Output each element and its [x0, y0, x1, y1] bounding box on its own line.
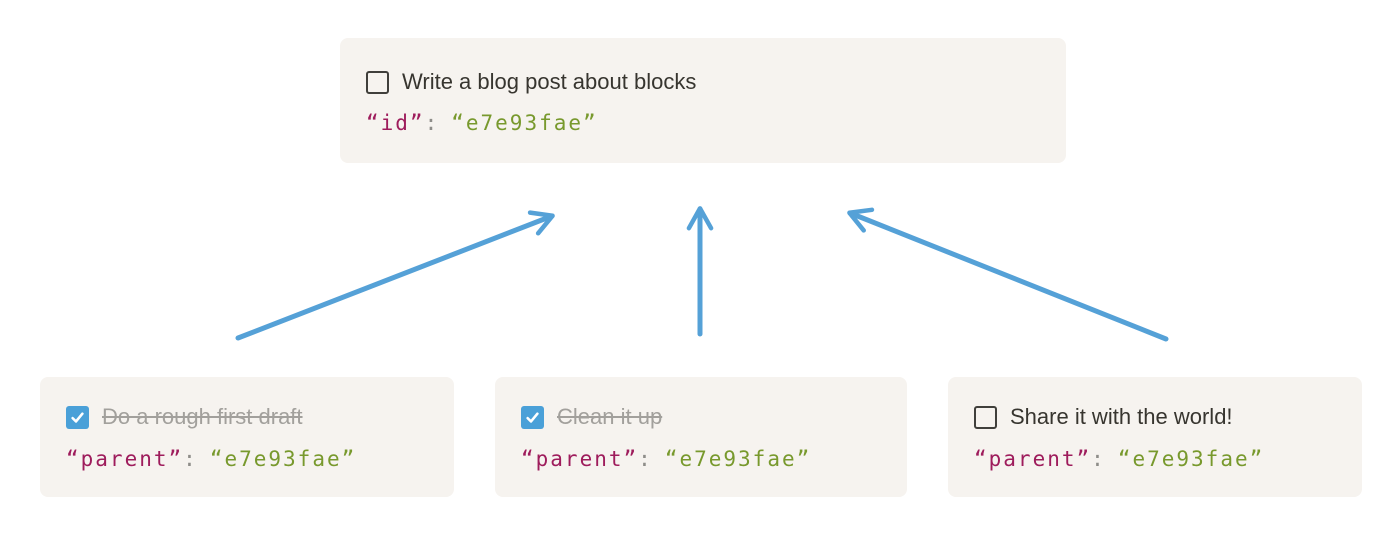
parent-code-line: “id”: “e7e93fae”	[366, 109, 1040, 137]
subtask-3-checkbox[interactable]	[974, 405, 997, 429]
code-value: “e7e93fae”	[1117, 447, 1265, 471]
code-colon: :	[638, 447, 653, 471]
checkmark-icon	[526, 411, 539, 423]
subtask-1-label: Do a rough first draft	[102, 404, 303, 429]
code-key: “parent”	[974, 447, 1092, 471]
subtask-card-1: Do a rough first draft “parent”: “e7e93fa…	[40, 377, 454, 497]
code-value: “e7e93fae”	[451, 111, 598, 135]
subtask-2-code-line: “parent”: “e7e93fae”	[521, 445, 881, 473]
subtask-card-3: Share it with the world! “parent”: “e7e93…	[948, 377, 1362, 497]
code-value: “e7e93fae”	[209, 447, 357, 471]
arrow-subtask1-to-parent-icon	[235, 210, 555, 341]
subtask-3-row: Share it with the world!	[974, 403, 1336, 431]
subtask-1-code-line: “parent”: “e7e93fae”	[66, 445, 428, 473]
parent-task-row: Write a blog post about blocks	[366, 68, 1040, 96]
code-colon: :	[424, 111, 440, 135]
subtask-2-row: Clean it up	[521, 403, 881, 431]
code-key: “parent”	[66, 447, 184, 471]
parent-task-label: Write a blog post about blocks	[402, 69, 697, 94]
subtask-3-code-line: “parent”: “e7e93fae”	[974, 445, 1336, 473]
parent-task-card: Write a blog post about blocks “id”: “e7e…	[340, 38, 1066, 163]
parent-task-checkbox[interactable]	[366, 70, 389, 94]
code-value: “e7e93fae”	[664, 447, 812, 471]
subtask-2-label: Clean it up	[557, 404, 663, 429]
code-key: “parent”	[521, 447, 639, 471]
code-colon: :	[183, 447, 198, 471]
arrow-subtask3-to-parent-icon	[847, 207, 1169, 342]
subtask-1-row: Do a rough first draft	[66, 403, 428, 431]
code-colon: :	[1091, 447, 1106, 471]
checkmark-icon	[71, 411, 84, 423]
subtask-1-checkbox[interactable]	[66, 405, 89, 429]
subtask-2-checkbox[interactable]	[521, 405, 544, 429]
subtask-card-2: Clean it up “parent”: “e7e93fae”	[495, 377, 907, 497]
code-key: “id”	[366, 111, 425, 135]
subtask-3-label: Share it with the world!	[1010, 404, 1233, 429]
